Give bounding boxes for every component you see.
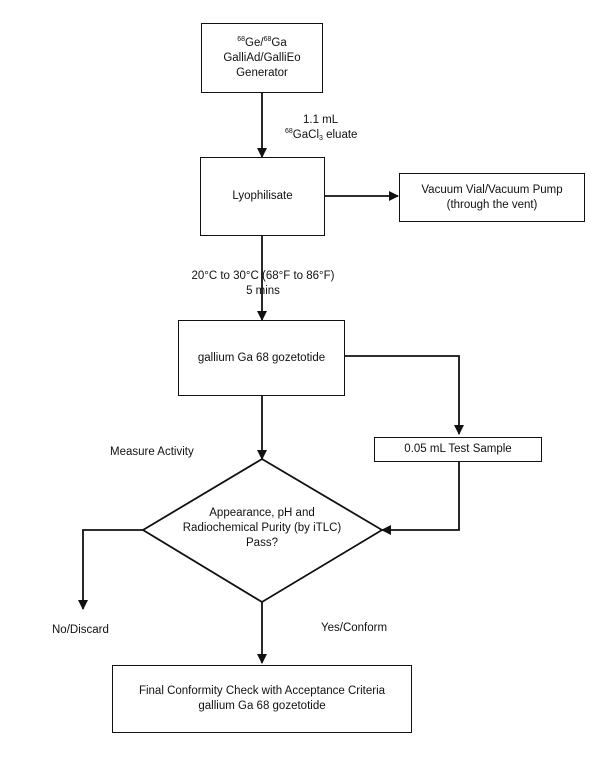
eluate-label: 1.1 mL 68GaCl3 eluate: [285, 113, 357, 143]
decision-text: Appearance, pH and Radiochemical Purity …: [162, 506, 362, 551]
lyophilisate-label: Lyophilisate: [232, 190, 293, 202]
temperature-range: 20°C to 30°C (68°F to 86°F): [191, 270, 335, 282]
arrow-product-to-test-sample: [345, 355, 464, 435]
final-check-title: Final Conformity Check with Acceptance C…: [138, 685, 386, 697]
arrow-decision-to-discard: [78, 529, 143, 610]
vacuum-note: (through the vent): [446, 198, 538, 211]
decision-line-3: Pass?: [246, 537, 278, 549]
decision-line-1: Appearance, pH and: [209, 507, 315, 519]
final-check-box: Final Conformity Check with Acceptance C…: [112, 665, 412, 733]
generator-label: Generator: [236, 66, 288, 79]
decision-diamond: [141, 457, 384, 604]
generator-name: GalliAd/GalliEo: [223, 51, 301, 64]
eluate-description: 68GaCl3 eluate: [285, 128, 358, 142]
vacuum-box: Vacuum Vial/Vacuum Pump (through the ven…: [399, 173, 585, 222]
test-sample-label: 0.05 mL Test Sample: [404, 443, 512, 455]
incubation-time: 5 mins: [246, 285, 280, 297]
vacuum-title: Vacuum Vial/Vacuum Pump: [421, 183, 563, 196]
decision-line-2: Radiochemical Purity (by iTLC): [182, 522, 342, 534]
final-check-product: gallium Ga 68 gozetotide: [198, 700, 326, 712]
test-sample-box: 0.05 mL Test Sample: [374, 437, 542, 462]
arrow-test-sample-to-decision: [381, 462, 460, 535]
lyophilisate-box: Lyophilisate: [200, 157, 325, 236]
conform-label: Yes/Conform: [321, 622, 388, 634]
measure-activity-label: Measure Activity: [110, 446, 194, 458]
temperature-label: 20°C to 30°C (68°F to 86°F) 5 mins: [178, 269, 348, 299]
discard-label: No/Discard: [52, 624, 109, 636]
product-box: gallium Ga 68 gozetotide: [178, 320, 345, 396]
generator-title: 68Ge/68Ga: [237, 35, 287, 49]
product-label: gallium Ga 68 gozetotide: [197, 351, 326, 364]
generator-box: 68Ge/68Ga GalliAd/GalliEo Generator: [201, 23, 323, 93]
eluate-volume: 1.1 mL: [303, 114, 339, 126]
